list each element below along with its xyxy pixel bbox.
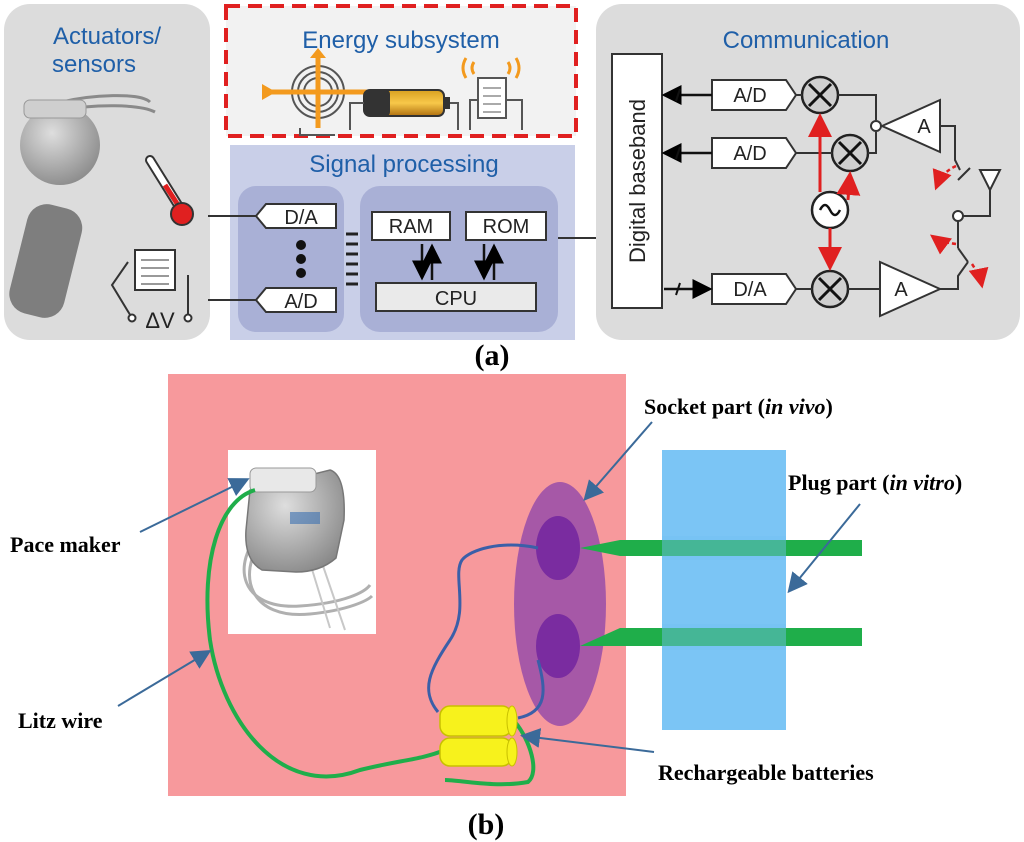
litz-wire-arrow bbox=[117, 649, 212, 707]
coil-icon bbox=[262, 48, 378, 136]
actuators-sensors-block: Actuators/ sensors bbox=[4, 4, 210, 340]
socket-pin-top bbox=[536, 516, 580, 580]
patch-sensor-icon bbox=[9, 204, 83, 318]
plug-part-label: Plug part (in vitro) bbox=[788, 470, 962, 495]
delta-v-label: ΔV bbox=[145, 308, 175, 333]
plug-arrow bbox=[787, 503, 861, 594]
communication-title: Communication bbox=[723, 27, 890, 54]
socket-part-label: Socket part (in vivo) bbox=[644, 394, 833, 419]
plug-pin-bottom bbox=[580, 628, 862, 646]
plug-pin-top bbox=[580, 540, 862, 556]
pacemaker-photo bbox=[228, 450, 376, 634]
thermometer-icon bbox=[145, 155, 194, 226]
panel-a-label: (a) bbox=[475, 339, 510, 372]
socket-arrow bbox=[583, 421, 653, 502]
plug-part-block bbox=[662, 450, 786, 730]
socket-wire-bottom bbox=[517, 659, 545, 720]
harvester-icon bbox=[461, 57, 523, 130]
battery-icon bbox=[349, 89, 459, 130]
pace-maker-arrow bbox=[139, 478, 250, 533]
cpu-label: CPU bbox=[435, 288, 477, 310]
comm-amp2-label: A bbox=[894, 279, 908, 301]
rom-label: ROM bbox=[483, 216, 530, 238]
socket-pin-bottom bbox=[536, 614, 580, 678]
comm-adc1-label: A/D bbox=[733, 85, 766, 107]
voltage-sensor-icon: ΔV bbox=[110, 249, 193, 333]
comm-amp1-label: A bbox=[917, 116, 931, 138]
pacemaker-icon bbox=[20, 94, 156, 185]
signal-ad-label: A/D bbox=[284, 291, 317, 313]
signal-da-label: D/A bbox=[284, 207, 318, 229]
baseband-label: Digital baseband bbox=[625, 99, 650, 263]
batteries-arrow bbox=[520, 728, 655, 753]
litz-wire-label: Litz wire bbox=[18, 708, 103, 733]
socket-wire-top bbox=[427, 543, 539, 713]
energy-title: Energy subsystem bbox=[302, 27, 499, 54]
panel-b-label: (b) bbox=[468, 808, 505, 841]
panel-a: Actuators/ sensors bbox=[4, 4, 1020, 372]
comm-dac-label: D/A bbox=[733, 279, 767, 301]
batteries-label: Rechargeable batteries bbox=[658, 760, 874, 785]
rechargeable-batteries bbox=[439, 705, 518, 767]
communication-block: Communication Digital baseband A/D A/D D… bbox=[596, 4, 1020, 340]
signal-title: Signal processing bbox=[309, 151, 498, 178]
pace-maker-label: Pace maker bbox=[10, 532, 121, 557]
actuators-title-line2: sensors bbox=[52, 51, 136, 78]
panel-b: Pace maker Litz wire Socket part (in viv… bbox=[10, 374, 962, 841]
signal-processing-block: Signal processing D/A A/D bbox=[230, 145, 575, 340]
actuators-title-line1: Actuators/ bbox=[53, 23, 161, 50]
energy-subsystem-block: Energy subsystem bbox=[224, 4, 578, 138]
ram-label: RAM bbox=[389, 216, 433, 238]
comm-adc2-label: A/D bbox=[733, 143, 766, 165]
